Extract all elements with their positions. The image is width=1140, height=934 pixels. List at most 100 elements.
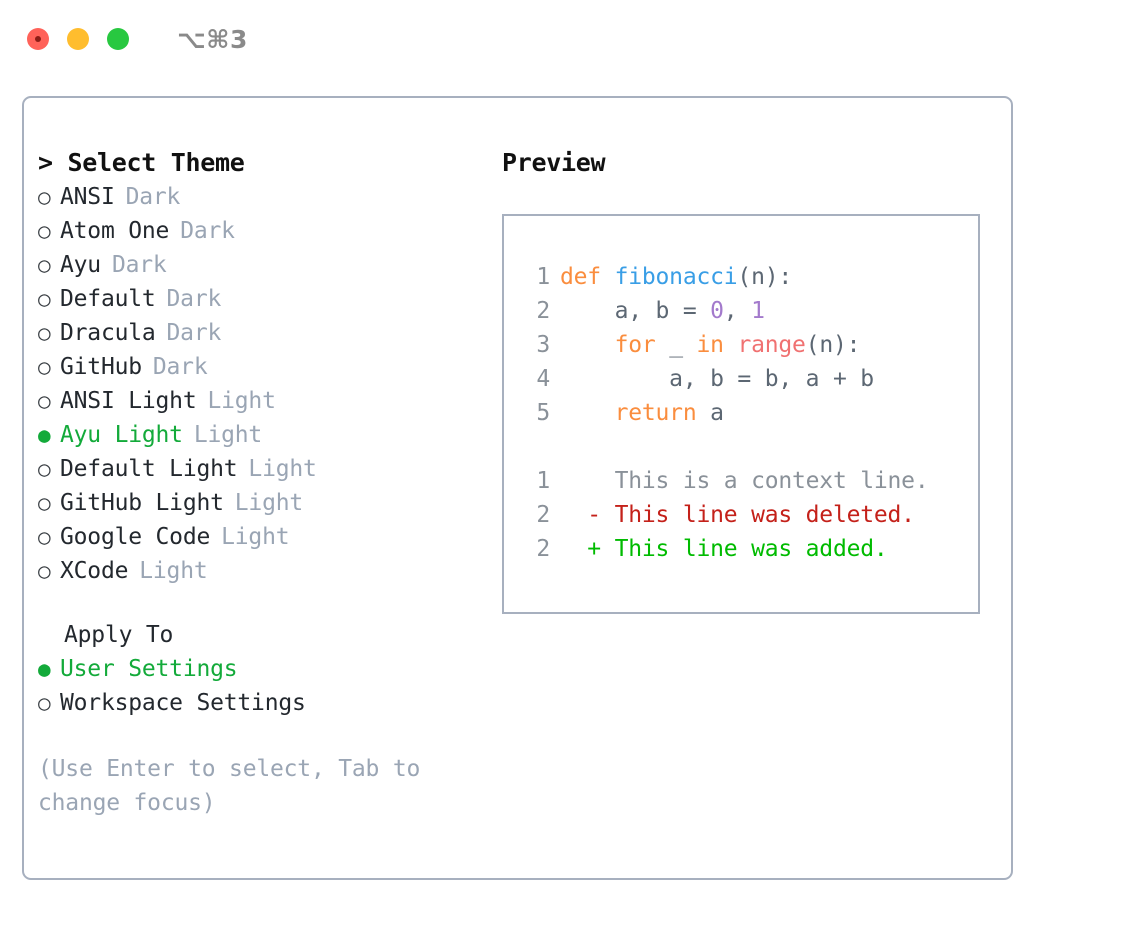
line-number: 2 [536,536,550,562]
close-window-button[interactable] [27,28,49,50]
theme-option-ayu[interactable]: ○ Ayu Dark [38,248,488,282]
theme-variant-badge: Light [248,456,317,482]
theme-variant-badge: Light [139,558,208,584]
diff-text: This line was added. [614,536,888,562]
theme-option-xcode[interactable]: ○ XCode Light [38,554,488,588]
radio-unselected-icon: ○ [38,559,51,583]
theme-option-label: Ayu Light [60,422,183,448]
radio-unselected-icon: ○ [38,253,51,277]
code-token [724,332,738,358]
code-diff-spacer [520,430,978,464]
theme-variant-badge: Light [234,490,304,516]
theme-variant-badge: Dark [111,252,167,278]
diff-line: 2 - This line was deleted. [520,498,978,532]
theme-option-label: GitHub Light [60,490,224,516]
minimize-window-button[interactable] [67,28,89,50]
theme-variant-badge: Light [207,388,276,414]
code-token: _ [655,332,697,358]
theme-option-ansi-light[interactable]: ○ ANSI Light Light [38,384,488,418]
theme-variant-badge: Light [221,524,290,550]
maximize-window-button[interactable] [107,28,129,50]
apply-to-option-list: ● User Settings ○ Workspace Settings [38,652,488,720]
line-number: 1 [536,264,550,290]
code-token [560,400,615,426]
theme-variant-badge: Dark [180,218,235,244]
code-token: , [723,298,752,324]
code-token: 0 [710,298,724,324]
radio-selected-icon: ● [38,657,51,681]
line-number: 2 [536,298,550,324]
section-spacer [38,588,488,618]
radio-unselected-icon: ○ [38,389,51,413]
radio-unselected-icon: ○ [38,491,51,515]
theme-option-label: XCode [60,558,129,584]
code-line: 4 a, b = b, a + b [520,362,978,396]
line-number: 3 [536,332,550,358]
line-number: 5 [536,400,550,426]
apply-to-header: Apply To [64,622,174,648]
diff-marker [560,468,615,494]
diff-text: This line was deleted. [614,502,915,528]
code-token [560,332,615,358]
diff-marker: - [560,502,615,528]
theme-option-label: Default Light [60,456,238,482]
theme-option-ansi[interactable]: ○ ANSI Dark [38,180,488,214]
theme-option-github-light[interactable]: ○ GitHub Light Light [38,486,488,520]
code-token: in [696,332,724,358]
line-number: 4 [536,366,550,392]
theme-option-label: ANSI Light [60,388,197,414]
radio-unselected-icon: ○ [38,355,51,379]
radio-unselected-icon: ○ [38,185,51,209]
theme-option-label: Ayu [60,252,101,278]
line-number: 1 [536,468,550,494]
code-token: fibonacci [614,264,738,290]
code-token: for [614,332,656,358]
apply-to-option-user-settings[interactable]: ● User Settings [38,652,488,686]
preview-title: Preview [502,148,606,177]
theme-variant-badge: Dark [125,184,181,210]
code-line: 2 a, b = 0, 1 [520,294,978,328]
radio-unselected-icon: ○ [38,287,51,311]
theme-option-label: ANSI [60,184,115,210]
diff-line: 2 + This line was added. [520,532,978,566]
code-token: (n): [805,332,861,358]
title-bar: ⌥⌘3 [0,0,1140,78]
radio-unselected-icon: ○ [38,691,51,715]
apply-to-option-workspace-settings[interactable]: ○ Workspace Settings [38,686,488,720]
theme-option-default[interactable]: ○ Default Dark [38,282,488,316]
radio-selected-icon: ● [38,423,51,447]
theme-option-label: Google Code [60,524,211,550]
theme-option-ayu-light[interactable]: ● Ayu Light Light [38,418,488,452]
code-token: return [614,400,697,426]
theme-option-label: Dracula [60,320,156,346]
apply-to-option-label: User Settings [60,656,238,682]
diff-line: 1 This is a context line. [520,464,978,498]
code-token: def [560,264,615,290]
theme-option-google-code[interactable]: ○ Google Code Light [38,520,488,554]
theme-variant-badge: Dark [166,286,222,312]
select-theme-header: > Select Theme [38,148,245,177]
radio-unselected-icon: ○ [38,525,51,549]
theme-variant-badge: Dark [166,320,222,346]
diff-marker: + [560,536,615,562]
theme-variant-badge: Light [193,422,263,448]
radio-unselected-icon: ○ [38,219,51,243]
apply-to-option-label: Workspace Settings [60,690,306,716]
theme-variant-badge: Dark [152,354,208,380]
keyboard-shortcut-label: ⌥⌘3 [177,24,248,54]
theme-option-label: Default [60,286,156,312]
code-token: 1 [751,298,765,324]
code-token: a [696,400,724,426]
line-number: 2 [536,502,550,528]
code-line: 3 for _ in range(n): [520,328,978,362]
